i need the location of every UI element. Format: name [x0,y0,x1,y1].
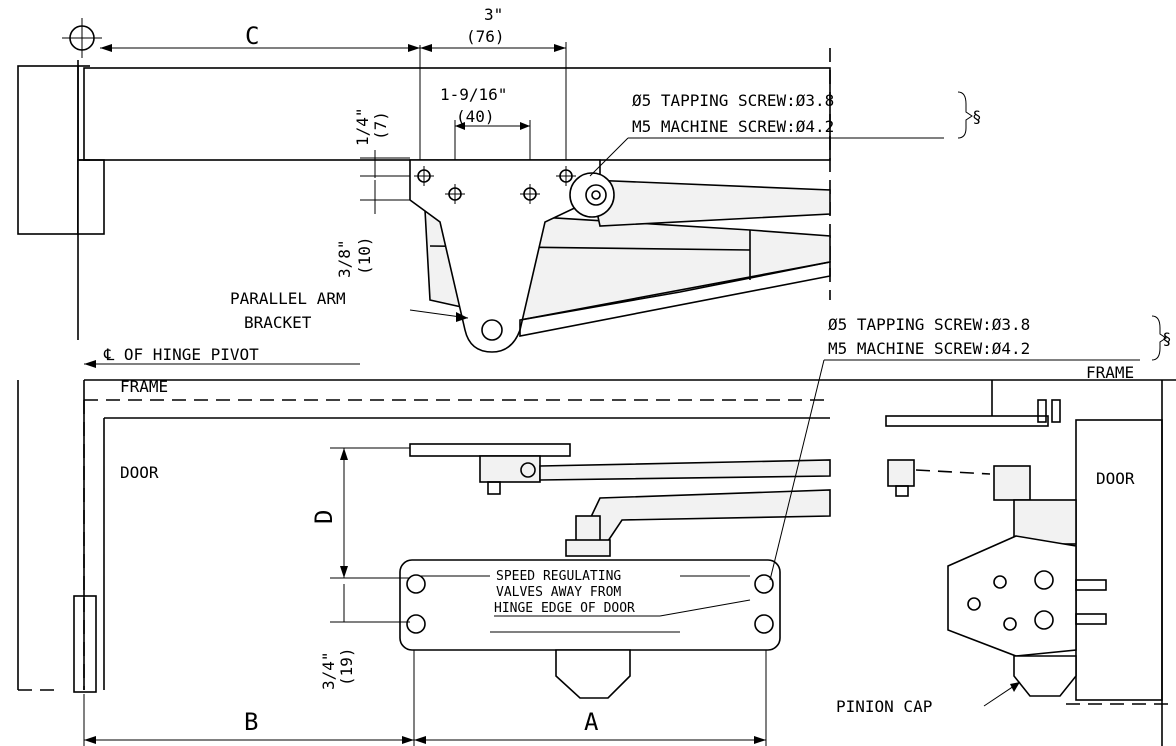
speed-label-1: SPEED REGULATING [496,569,621,584]
pinion-cap-label: PINION CAP [836,697,932,716]
frame-jamb [17,65,79,235]
hinge-pivot-symbol [62,18,102,58]
dim-10mm-label: (10) [355,236,374,275]
dim-40mm-label: (40) [456,107,495,126]
door-label-front: DOOR [120,463,159,482]
front-view: FRAME DOOR SPEED REGULATING VALVES AWAY … [17,315,1176,746]
dim-a-label: A [584,708,599,736]
screw-machine-top: M5 MACHINE SCREW:Ø4.2 [632,117,834,136]
side-view: FRAME DOOR PINION CAP [836,363,1176,746]
dim-3-8in-label: 3/8" [335,239,354,278]
door-label-side: DOOR [1096,469,1135,488]
dim-19mm-label: (19) [337,647,356,686]
dim-1-9-16-label: 1-9/16" [440,85,507,104]
speed-label-3: HINGE EDGE OF DOOR [494,601,635,616]
door-edge-block [77,159,105,235]
parallel-arm-label-2: BRACKET [244,313,312,332]
frame-label-side: FRAME [1086,363,1134,382]
parallel-arm-label-1: PARALLEL ARM [230,289,346,308]
bracket-side [885,415,1049,427]
hinge-pivot-label: ℄ OF HINGE PIVOT [103,345,259,364]
screw-tapping-top: Ø5 TAPPING SCREW:Ø3.8 [632,91,834,110]
speed-label-2: VALVES AWAY FROM [496,585,621,600]
bracket-plate-front [409,443,571,457]
hinge-leaf [73,595,97,693]
dim-d-label: D [310,510,338,524]
pinion-cap-side [1013,655,1077,697]
screw-machine-bottom: M5 MACHINE SCREW:Ø4.2 [828,339,1030,358]
dim-3-4in-label: 3/4" [319,651,338,690]
closer-body-side [947,535,1077,657]
dim-76mm-label: (76) [466,27,505,46]
screw-symbol-bottom: § [1162,329,1172,348]
dim-b-label: B [244,708,258,736]
dim-c-label: C [245,22,259,50]
screw-symbol-top: § [972,107,982,126]
arm-top [588,179,831,227]
top-view: C 3" (76) 1-9/16" (40) 1/4" (7) 3/8" (10… [17,5,982,368]
arm-front [539,459,831,481]
arm-shoe-front [479,455,541,483]
screw-tapping-bottom: Ø5 TAPPING SCREW:Ø3.8 [828,315,1030,334]
dim-7mm-label: (7) [371,111,390,140]
dim-1-4in-label: 1/4" [353,107,372,146]
frame-label-front: FRAME [120,377,168,396]
dim-3in-label: 3" [484,5,503,24]
main-arm-front [578,489,831,545]
door-side [1075,419,1163,701]
bracket-screw-holes [414,166,576,204]
pinion-cap-front [555,649,631,699]
